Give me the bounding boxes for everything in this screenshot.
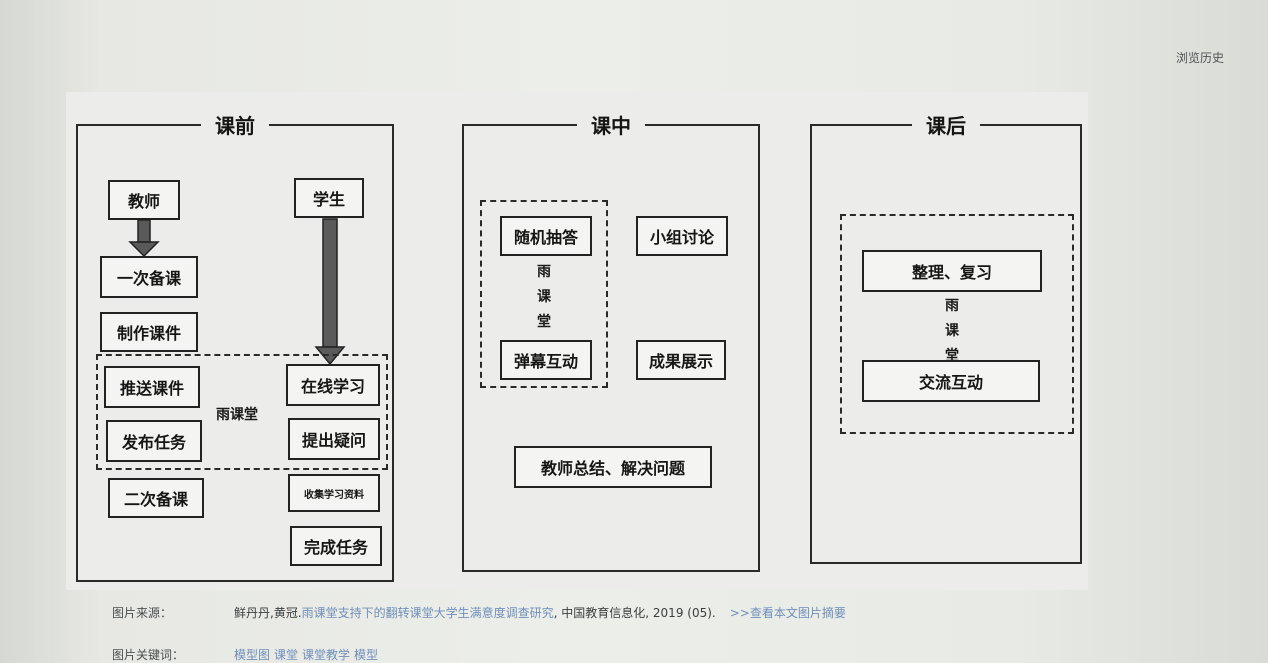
item-teacher-summary: 教师总结、解决问题 (514, 446, 712, 488)
keyword-link-1[interactable]: 模型图 (234, 648, 271, 662)
step-complete-task: 完成任务 (290, 526, 382, 566)
flipped-classroom-figure: 课前 教师 学生 一次备课 制作课件 雨课堂 推送课件 发布任务 在线学习 提出… (66, 92, 1088, 590)
panel-title-before: 课前 (78, 110, 392, 139)
step-push-courseware: 推送课件 (104, 366, 200, 408)
step-ask-questions: 提出疑问 (288, 418, 380, 460)
item-organize-review: 整理、复习 (862, 250, 1042, 292)
teacher-box: 教师 (108, 180, 180, 220)
item-random-answer: 随机抽答 (500, 216, 592, 256)
rain-classroom-region-before (96, 354, 388, 470)
image-keywords-row: 图片关键词： 模型图课堂课堂教学模型 (112, 646, 382, 663)
item-result-display: 成果展示 (636, 340, 726, 380)
step-online-learning: 在线学习 (286, 364, 380, 406)
step-first-prep: 一次备课 (100, 256, 198, 298)
rain-classroom-vlabel-during: 雨 课 堂 (537, 264, 551, 330)
item-exchange-interaction: 交流互动 (862, 360, 1040, 402)
view-abstract-link[interactable]: >>查看本文图片摘要 (729, 606, 846, 620)
panel-title-during: 课中 (464, 110, 758, 139)
keyword-link-2[interactable]: 课堂 (274, 648, 299, 662)
panel-after-class: 课后 (810, 114, 1082, 564)
rain-classroom-vlabel-after: 雨 课 堂 (945, 298, 959, 364)
item-bullet-chat: 弹幕互动 (500, 340, 592, 380)
rain-classroom-label-before: 雨课堂 (216, 407, 258, 423)
source-paper-link[interactable]: 雨课堂支持下的翻转课堂大学生满意度调查研究 (301, 606, 554, 620)
source-authors: 鲜丹丹,黄冠. (234, 606, 302, 620)
image-source-row: 图片来源： 鲜丹丹,黄冠.雨课堂支持下的翻转课堂大学生满意度调查研究, 中国教育信… (112, 604, 846, 621)
keyword-link-4[interactable]: 模型 (354, 648, 379, 662)
step-collect-materials: 收集学习资料 (288, 474, 380, 512)
student-box: 学生 (294, 178, 364, 218)
rain-classroom-region-during (480, 200, 608, 388)
panel-before-class: 课前 (76, 114, 394, 582)
step-publish-task: 发布任务 (106, 420, 202, 462)
panel-title-after: 课后 (812, 110, 1080, 139)
keyword-link-3[interactable]: 课堂教学 (302, 648, 351, 662)
teacher-arrow (128, 219, 160, 258)
student-arrow (314, 218, 346, 366)
rain-classroom-region-after (840, 214, 1074, 434)
history-link[interactable]: 浏览历史 (1176, 51, 1225, 65)
source-key: 图片来源： (112, 606, 173, 620)
step-make-courseware: 制作课件 (100, 312, 198, 352)
source-journal: , 中国教育信息化, 2019 (05). (553, 606, 716, 620)
keywords-key: 图片关键词： (112, 648, 185, 662)
panel-during-class: 课中 (462, 114, 760, 572)
item-group-discussion: 小组讨论 (636, 216, 728, 256)
step-second-prep: 二次备课 (108, 478, 204, 518)
